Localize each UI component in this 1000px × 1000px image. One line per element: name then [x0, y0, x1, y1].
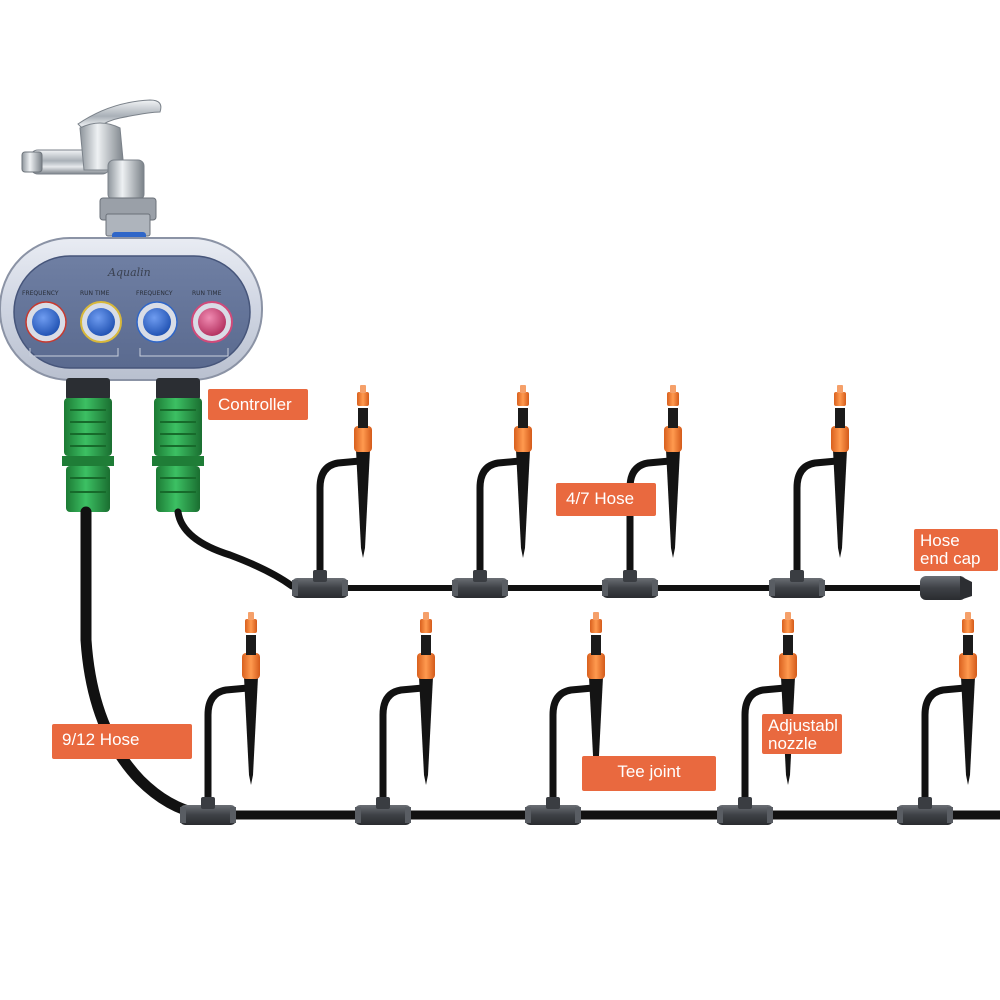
controller-brand: Aqualin [107, 266, 151, 279]
controller-unit: Aqualin FREQUENCY RUN TIME FREQUENCY RUN… [0, 237, 263, 381]
hose-end-cap-label-line-1: Hose [920, 531, 960, 550]
faucet [21, 99, 162, 248]
outlet-connectors [62, 378, 204, 512]
lower-sprinkler-5 [897, 612, 977, 825]
frequency-dial-1[interactable] [32, 308, 60, 336]
runtime-dial-1[interactable] [87, 308, 115, 336]
dial-caption-3: FREQUENCY [136, 290, 173, 297]
dial-caption-1: FREQUENCY [22, 290, 59, 297]
dial-caption-2: RUN TIME [80, 290, 110, 297]
lower-sprinkler-1 [180, 612, 260, 825]
dial-caption-4: RUN TIME [192, 290, 222, 297]
hose-912-feed [80, 506, 206, 820]
runtime-dial-2[interactable] [198, 308, 226, 336]
hose-end-cap-label: Hose end cap [914, 529, 998, 571]
lower-sprinkler-2 [355, 612, 435, 825]
controller-label: Controller [208, 389, 308, 420]
hose-end-cap-label-line-2: end cap [920, 549, 981, 568]
tee-joint-label: Tee joint [582, 756, 716, 791]
adjustable-nozzle-label: Adjustabl nozzle [762, 714, 842, 754]
upper-sprinkler-2 [452, 385, 532, 598]
adjustable-nozzle-label-line-2: nozzle [768, 734, 818, 753]
hose-47-feed [174, 508, 296, 590]
hose-end-cap [920, 576, 972, 600]
lower-sprinkler-3 [525, 612, 605, 825]
hose-47-label: 4/7 Hose [556, 483, 656, 516]
upper-sprinkler-4 [769, 385, 849, 598]
frequency-dial-2[interactable] [143, 308, 171, 336]
adjustable-nozzle-label-line-1: Adjustabl [768, 716, 838, 735]
hose-912-label: 9/12 Hose [52, 724, 192, 759]
